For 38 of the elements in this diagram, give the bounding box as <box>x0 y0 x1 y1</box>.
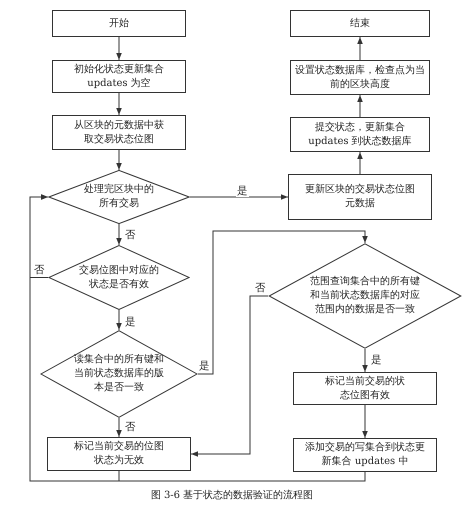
arrow <box>357 36 363 60</box>
edge-label: 是 <box>370 354 383 366</box>
arrow <box>357 94 363 118</box>
arrow <box>116 224 122 246</box>
decision-diamond: 范围查询集合中的所有键和当前状态数据库的对应范围内的数据是否一致 <box>268 243 462 349</box>
arrow <box>116 150 122 170</box>
arrow <box>116 310 122 330</box>
arrow <box>362 404 368 438</box>
arrow <box>190 296 268 457</box>
terminal-box: 结束 <box>290 10 430 37</box>
process-box: 设置状态数据库，检查点为当前的区块高度 <box>290 60 430 95</box>
process-box: 更新区块的交易状态位图元数据 <box>288 174 432 220</box>
decision-diamond: 交易位图中对应的状态是否有效 <box>48 245 190 310</box>
arrow <box>198 230 368 374</box>
process-box: 从区块的元数据中获取交易状态位图 <box>52 115 186 150</box>
edge-label: 否 <box>124 421 137 433</box>
arrow <box>116 36 122 60</box>
arrow <box>116 418 122 438</box>
process-box: 添加交易的写集合到状态更新集合 updates 中 <box>293 438 437 472</box>
process-box: 标记当前交易的状态位图有效 <box>293 372 437 405</box>
arrow <box>116 92 122 116</box>
edge-label: 是 <box>236 185 249 197</box>
process-box: 初始化状态更新集合 updates 为空 <box>52 60 186 93</box>
arrow <box>190 194 288 200</box>
decision-diamond: 处理完区块中的所有交易 <box>48 170 190 224</box>
edge-label: 否 <box>254 282 267 294</box>
decision-diamond: 读集合中的所有键和当前状态数据库的版本是否一致 <box>40 330 198 418</box>
edge-label: 是 <box>198 360 211 372</box>
arrow <box>357 152 363 174</box>
terminal-box: 开始 <box>52 10 186 37</box>
arrow <box>362 348 368 372</box>
edge-label: 是 <box>124 316 137 328</box>
edge-label: 否 <box>124 229 137 241</box>
process-box: 标记当前交易的位图状态为无效 <box>47 437 191 471</box>
edge-label: 否 <box>33 264 46 276</box>
figure-caption: 图 3-6 基于状态的数据验证的流程图 <box>150 488 314 502</box>
arrow <box>30 194 366 482</box>
process-box: 提交状态，更新集合 updates 到状态数据库 <box>290 117 430 152</box>
